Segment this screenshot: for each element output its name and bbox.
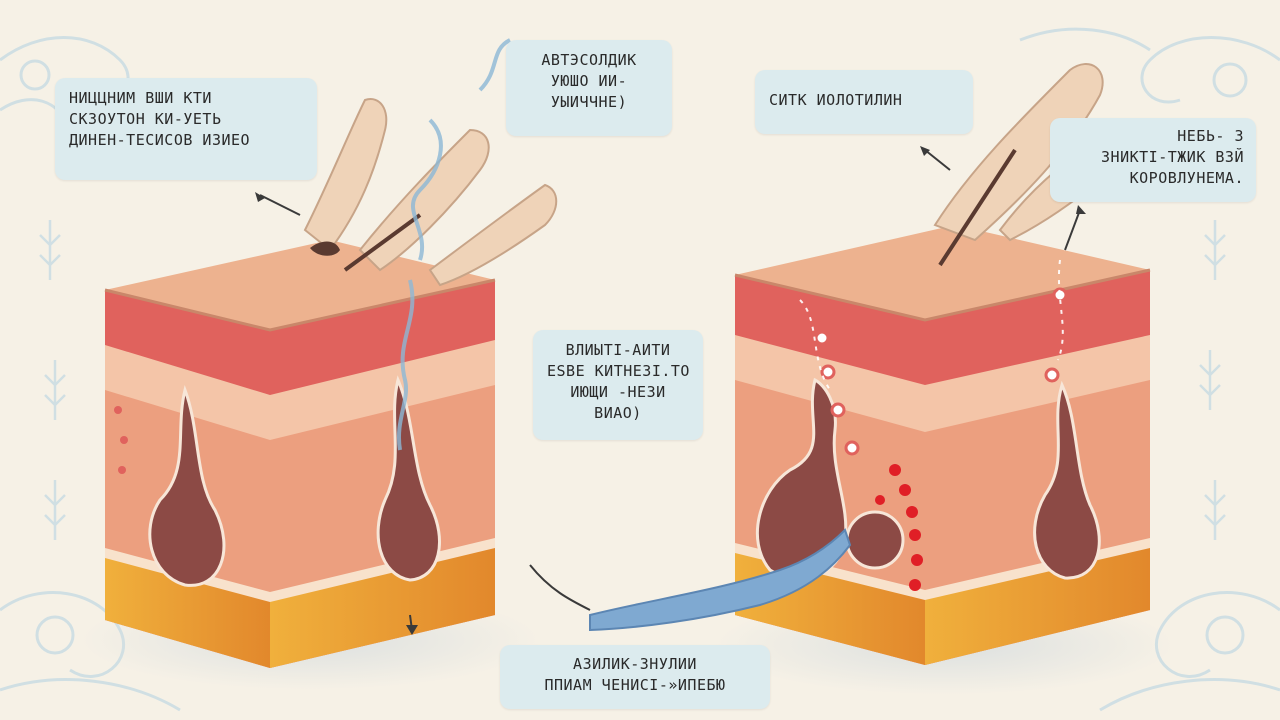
hair-follicle-right-2: [1033, 380, 1101, 580]
blood-dots: [875, 464, 923, 591]
label-line: УЫИЧЧНЕ): [550, 93, 628, 111]
label-line: ВЛИЫТІ-АИТИ: [565, 341, 671, 359]
ornament-side-leaves: [39, 220, 1226, 540]
label-top-right: СИТК ИОЛОТИЛИН: [755, 70, 973, 134]
label-right-side: НЕБЬ- З ЗНИКТІ-ТЖИК ВЗЙ КОРОВЛУНЕМА.: [1050, 118, 1256, 202]
label-line: ППИАМ ЧЕНИСІ-»ИПЕБЮ: [544, 676, 726, 694]
label-line: НИЦЦНИМ ВШИ КТИ: [69, 89, 212, 107]
inflamed-bulb: [845, 510, 905, 570]
label-line: НЕБЬ- З: [1177, 127, 1244, 145]
left-skin-block: [80, 240, 540, 690]
label-line: СКЗОУТОН КИ-УЕТЬ: [69, 110, 222, 128]
ornament-top-right: [1019, 27, 1280, 104]
right-skin-block: [715, 225, 1175, 695]
hair-follicle-left-2: [376, 375, 442, 582]
label-line: АВТЭСОЛДИК: [541, 51, 637, 69]
blue-spatula: [406, 528, 852, 635]
label-top-left: НИЦЦНИМ ВШИ КТИ СКЗОУТОН КИ-УЕТЬ ДИНЕН-Т…: [55, 78, 317, 180]
label-line: ESBE КИТНЕЗІ.ТО: [547, 362, 690, 380]
label-top-center: АВТЭСОЛДИК УЮШО ИИ- УЫИЧЧНЕ): [506, 40, 672, 136]
label-line: КОРОВЛУНЕМА.: [1129, 169, 1244, 187]
label-bottom: АЗИЛИК-ЗНУЛИИ ППИАМ ЧЕНИСІ-»ИПЕБЮ: [500, 645, 770, 709]
label-line: АЗИЛИК-ЗНУЛИИ: [573, 655, 697, 673]
label-middle: ВЛИЫТІ-АИТИ ESBE КИТНЕЗІ.ТО ИЮЩИ -НЕЗИ В…: [533, 330, 703, 440]
label-line: УЮШО ИИ-: [550, 72, 628, 90]
label-line: ЗНИКТІ-ТЖИК ВЗЙ: [1101, 148, 1244, 166]
vapor-wisp: [397, 38, 512, 451]
left-hand-illustration: [255, 98, 558, 287]
label-line: ДИНЕН-ТЕСИСОВ ИЗИЕО: [69, 131, 251, 149]
label-line: СИТК ИОЛОТИЛИН: [769, 91, 903, 109]
label-line: ВИАО): [594, 404, 642, 422]
hair-follicle-left-1: [148, 384, 226, 587]
label-line: ИЮЩИ -НЕЗИ: [570, 383, 666, 401]
